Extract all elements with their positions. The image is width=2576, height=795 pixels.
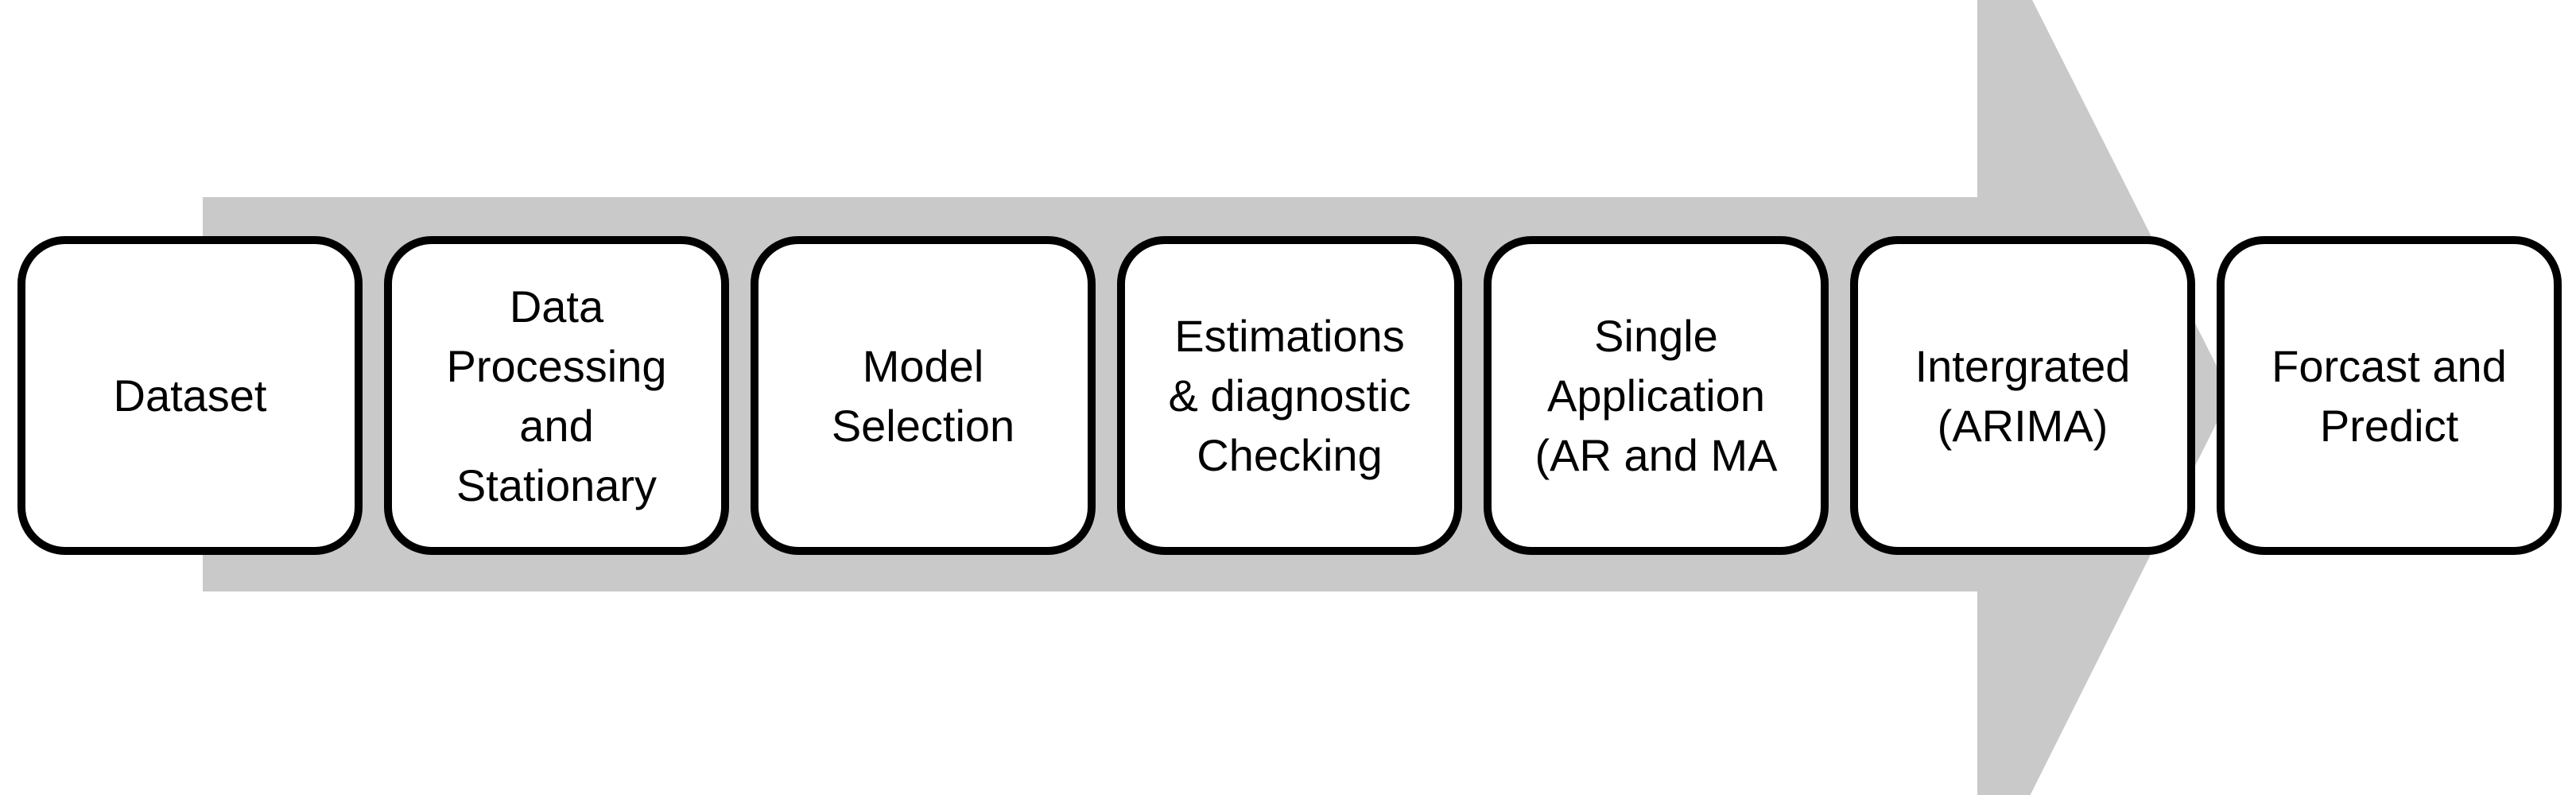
step-label: Single Application (AR and MA (1534, 311, 1778, 480)
step-label: Model Selection (831, 340, 1015, 451)
step-box-forecast-predict: Forcast and Predict (2217, 236, 2562, 555)
step-box-data-processing: Data Processing and Stationary (384, 236, 729, 555)
step-label: Estimations & diagnostic Checking (1168, 311, 1411, 480)
step-label: Dataset (113, 370, 267, 421)
step-label: Intergrated (ARIMA) (1915, 340, 2131, 451)
step-box-integrated-arima: Intergrated (ARIMA) (1850, 236, 2195, 555)
step-box-dataset: Dataset (17, 236, 363, 555)
step-label: Forcast and Predict (2271, 340, 2507, 451)
step-label: Data Processing and Stationary (446, 281, 667, 510)
step-box-model-selection: Model Selection (751, 236, 1096, 555)
step-box-single-application: Single Application (AR and MA (1484, 236, 1829, 555)
step-box-estimations-diagnostic: Estimations & diagnostic Checking (1117, 236, 1462, 555)
